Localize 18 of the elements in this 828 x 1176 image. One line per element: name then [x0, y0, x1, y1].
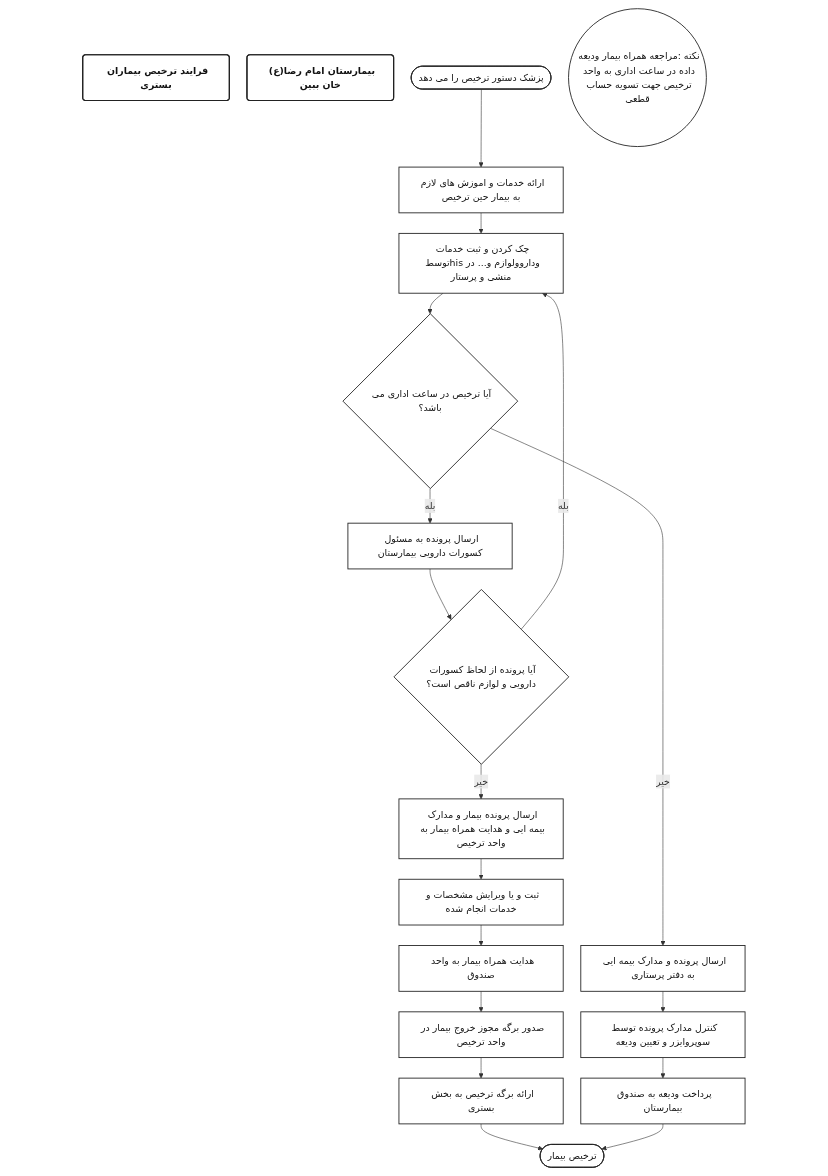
- node-box: ارائه برگه ترخیص به بخش بستری: [398, 1077, 564, 1125]
- node-box: کنترل مدارک پرونده توسط سوپروایزر و تعیین ودیعه: [580, 1011, 746, 1059]
- node-box: صدور برگه مجوز خروج بیمار در واحد ترخیص: [398, 1011, 564, 1059]
- node-box: پرداخت ودیعه به صندوق بیمارستان: [580, 1077, 746, 1125]
- node-box: ارائه خدمات و اموزش های لازم به بیمار حین ترخیص: [398, 166, 564, 214]
- node-box: ارسال پرونده و مدارک بیمه ایی به دفتر پرستاری: [580, 945, 746, 992]
- edge-label: بله: [558, 500, 569, 512]
- node-circle: نکته :مراجعه همراه بیمار ودیعه داده در ساعت اداری به واحد ترخیص جهت تسویه حساب قطعی: [568, 8, 707, 147]
- node-box: هدایت همراه بیمار به واحد صندوق: [398, 945, 564, 992]
- node-box: چک کردن و ثبت خدمات وداروولوازم و... در hisتوسط منشی و پرستار: [398, 232, 564, 294]
- edge-label: خیر: [474, 775, 489, 787]
- edge-label: خیر: [656, 775, 670, 787]
- node-diamond: آیا پرونده از لحاظ کسورات دارویی و لوازم ناقص است؟: [393, 589, 570, 765]
- node-diamond: آیا ترخیص در ساعت اداری می باشد؟: [342, 313, 519, 489]
- node-box: ارسال پرونده بیمار و مدارک بیمه ایی و هدایت همراه بیمار به واحد ترخیص: [398, 798, 564, 860]
- node-box: ارسال پرونده به مسئول کسورات دارویی بیمارستان: [347, 522, 513, 570]
- node-box: ثبت و یا ویرایش مشخصات و خدمات انجام شده: [398, 878, 564, 926]
- edge-label: بله: [424, 500, 436, 512]
